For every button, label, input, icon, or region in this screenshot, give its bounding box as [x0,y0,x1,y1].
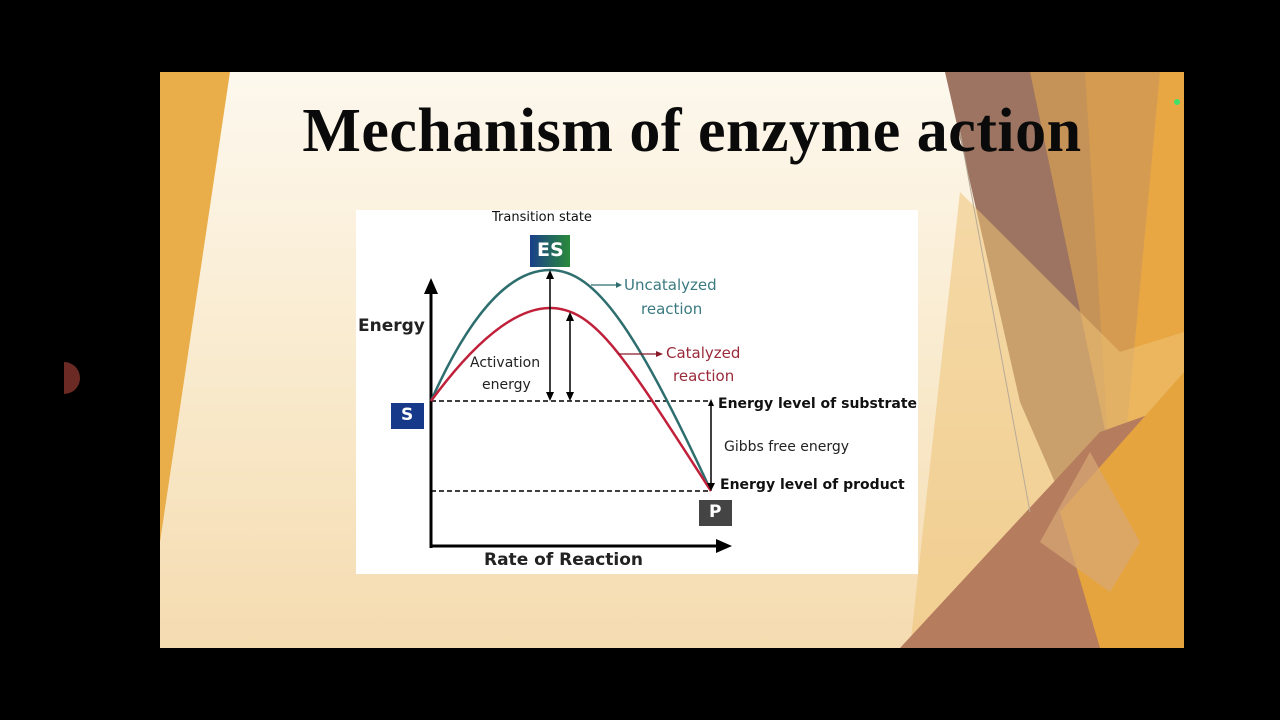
energy-diagram-graphics [391,235,732,553]
energy-diagram: Transition state ES S P Energy Rate of R… [356,210,918,574]
uncatalyzed-label-line1: Uncatalyzed [624,276,717,294]
substrate-level-label: Energy level of substrate [718,396,918,412]
slide: Mechanism of enzyme action [160,72,1184,648]
pointer-marker-icon [64,362,80,394]
slide-background-shapes [160,72,1184,648]
activation-label-line2: energy [482,377,531,393]
status-dot-icon [1174,99,1180,105]
gibbs-free-energy-label: Gibbs free energy [724,439,850,455]
catalyzed-label-line2: reaction [673,367,735,385]
slide-title: Mechanism of enzyme action [302,97,1082,165]
p-box-label: P [709,502,722,522]
y-axis-label: Energy [358,316,425,336]
x-axis-label: Rate of Reaction [484,550,644,570]
catalyzed-label-line1: Catalyzed [666,344,741,362]
es-box-label: ES [537,239,564,261]
product-level-label: Energy level of product [720,477,905,493]
activation-label-line1: Activation [470,355,541,371]
transition-state-label: Transition state [492,210,592,225]
s-box-label: S [401,405,414,425]
uncatalyzed-label-line2: reaction [641,300,703,318]
